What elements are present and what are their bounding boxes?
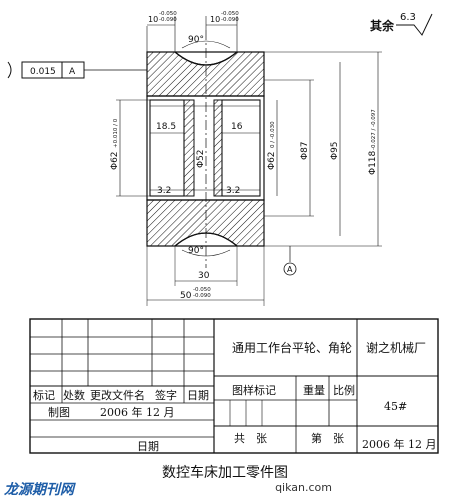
dim-phi87: Φ87 — [300, 141, 310, 160]
dim-50-upper: -0.050 — [193, 287, 211, 293]
total-sheets: 共 张 — [234, 432, 267, 445]
col-date: 日期 — [187, 389, 209, 402]
material: 45# — [384, 400, 407, 413]
drafted-date: 2006 年 12 月 — [100, 405, 174, 419]
roughness-value: 6.3 — [400, 12, 416, 23]
col-mark: 标记 — [33, 388, 55, 402]
left-bearing-seat — [149, 99, 185, 197]
bottom-flange-section — [146, 199, 265, 247]
datum-marker — [283, 262, 297, 276]
col-sign: 签字 — [155, 388, 177, 402]
dim-phi118-tol: -0.027 / -0.097 — [371, 109, 377, 150]
dim-phi62-left-tol: +0.010 / 0 — [113, 118, 119, 148]
dim-3-2-left: 3.2 — [157, 186, 171, 196]
dim-18-5: 18.5 — [156, 122, 176, 132]
tol-top-1: 10 — [148, 15, 158, 24]
bore-body — [146, 95, 265, 201]
title-block — [29, 318, 439, 454]
tol-top-2-lower: -0.090 — [221, 17, 239, 23]
col-count: 处数 — [63, 389, 85, 402]
col-change-doc: 更改文件名 — [90, 388, 145, 402]
angle-top: 90° — [188, 35, 204, 45]
bottom-date: 2006 年 12 月 — [362, 437, 436, 451]
dim-30: 30 — [198, 271, 210, 281]
roughness-symbol — [396, 13, 433, 36]
dim-phi62-right-tol: 0 / -0.030 — [270, 121, 276, 148]
dim-phi52: Φ52 — [196, 149, 206, 168]
weight-label: 重量 — [303, 383, 325, 397]
dim-16: 16 — [231, 122, 243, 132]
hub-left — [183, 99, 195, 197]
roughness-label: 其余 — [370, 18, 395, 33]
dim-3-2-right: 3.2 — [226, 186, 240, 196]
watermark-left: 龙源期刊网 — [4, 482, 74, 498]
scale-label: 比例 — [333, 383, 355, 397]
watermark-right: qikan.com — [275, 481, 332, 494]
tol-top-2: 10 — [210, 15, 220, 24]
dim-phi62-left: Φ62 — [110, 151, 120, 170]
angle-bottom: 90° — [188, 246, 204, 256]
top-flange-section — [146, 51, 265, 97]
drawing-mark: 图样标记 — [232, 383, 276, 397]
date-label: 日期 — [137, 440, 159, 453]
dim-phi118: Φ118 — [368, 150, 378, 175]
dim-phi95: Φ95 — [330, 141, 340, 160]
datum-marker-label: A — [287, 265, 293, 274]
tol-top-2-upper: -0.050 — [221, 11, 239, 17]
dim-50: 50 — [180, 291, 192, 301]
tol-top-1-upper: -0.050 — [159, 11, 177, 17]
frame-tolerance: 0.015 — [30, 67, 56, 77]
tol-top-1-lower: -0.090 — [159, 17, 177, 23]
bottom-groove — [174, 232, 238, 247]
sheet-number: 第 张 — [311, 431, 344, 445]
part-name: 通用工作台平轮、角轮 — [232, 340, 352, 355]
hub-right — [213, 99, 223, 197]
drafted-by: 制图 — [48, 406, 70, 419]
top-groove — [174, 51, 238, 66]
watermark-bar: 龙源期刊网 qikan.com — [0, 478, 450, 498]
frame-datum: A — [69, 67, 76, 77]
company-name: 谢之机械厂 — [366, 340, 426, 355]
figure-caption: 数控车床加工零件图 — [162, 465, 288, 481]
right-bearing-seat — [221, 99, 261, 197]
dim-phi62-right: Φ62 — [267, 151, 277, 170]
dim-50-lower: -0.090 — [193, 293, 211, 299]
